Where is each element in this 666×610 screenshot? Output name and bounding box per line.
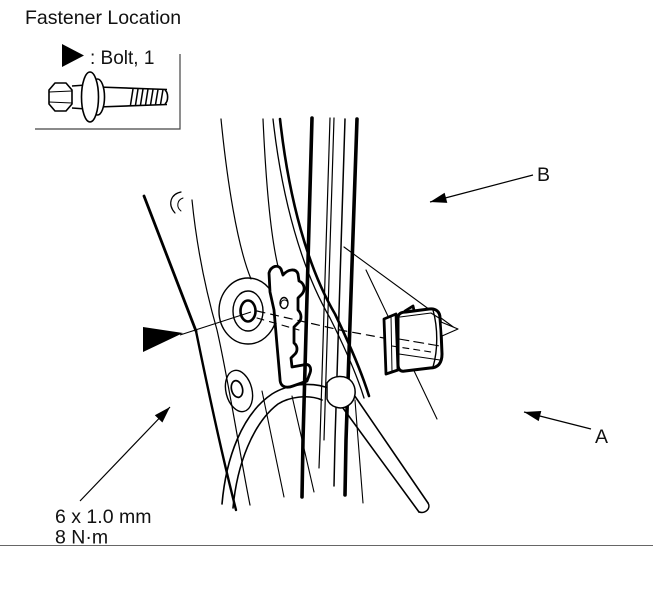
panel-hole — [224, 369, 254, 413]
callout-b: B — [429, 164, 550, 203]
lock-actuator — [382, 304, 459, 376]
panel-notch — [170, 191, 182, 214]
panel-line — [354, 399, 364, 504]
legend-box-border — [35, 54, 181, 130]
release-cable — [221, 375, 430, 514]
actuator-pointer — [440, 321, 459, 337]
torque-arrow — [79, 406, 171, 502]
bolt-location-marker — [143, 311, 252, 352]
page-title: Fastener Location — [25, 7, 181, 29]
callout-b-label: B — [537, 164, 550, 186]
bolt-marker-triangle-icon — [143, 327, 183, 352]
door-edge-line — [142, 194, 198, 333]
callout-a: A — [523, 410, 608, 448]
callout-a-arrow — [523, 410, 592, 430]
panel-line — [262, 118, 281, 275]
door-edge-line — [191, 199, 251, 506]
panel-line — [291, 395, 315, 493]
bolt-marker-triangle-icon — [62, 44, 84, 67]
bolt-axis-dashed — [256, 310, 418, 345]
bolt-hole-grommet — [218, 277, 278, 345]
torque-spec-size: 6 x 1.0 mm — [55, 506, 151, 528]
legend: : Bolt, 1 — [35, 44, 181, 130]
torque-spec-value: 8 N·m — [55, 527, 108, 549]
flange-bolt-icon — [48, 71, 169, 123]
cable-end-fitting — [326, 375, 356, 409]
door-edge-line — [194, 329, 238, 512]
callout-b-arrow — [429, 174, 534, 203]
torque-callout: 6 x 1.0 mm 8 N·m — [55, 406, 171, 549]
panel-notch — [177, 197, 184, 212]
panel-line — [261, 390, 285, 498]
marker-leader-line — [179, 311, 252, 336]
panel-line — [220, 118, 252, 280]
callout-a-label: A — [595, 426, 608, 448]
legend-label: : Bolt, 1 — [90, 48, 154, 69]
door-panel-drawing — [142, 116, 459, 514]
